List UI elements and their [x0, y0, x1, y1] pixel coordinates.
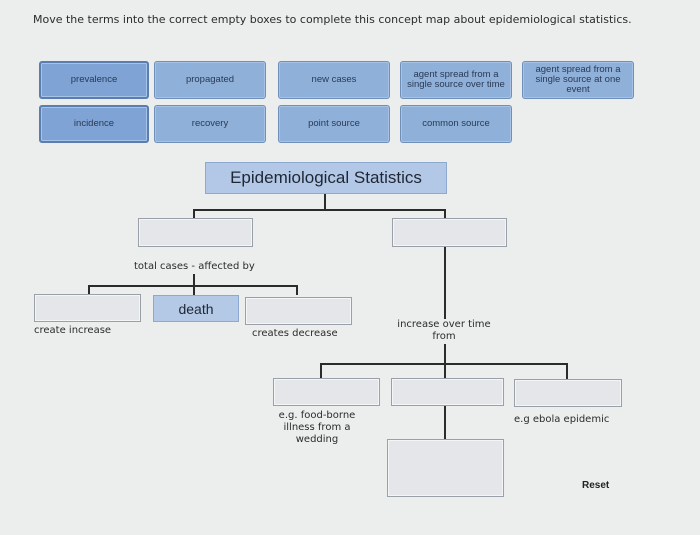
connector-line	[324, 194, 326, 210]
term-point-source[interactable]: point source	[278, 105, 390, 143]
term-single-source-over-time[interactable]: agent spread from a single source over t…	[400, 61, 512, 99]
term-new-cases[interactable]: new cases	[278, 61, 390, 99]
connector-line	[296, 285, 298, 295]
drop-zone-level3-right[interactable]	[514, 379, 622, 407]
connector-line	[320, 363, 322, 379]
connector-line	[444, 344, 446, 364]
label-increase-over-time: increase over time from	[397, 319, 491, 342]
connector-line	[193, 285, 195, 295]
drop-zone-level1-right[interactable]	[392, 218, 507, 247]
label-creates-decrease: creates decrease	[252, 328, 338, 339]
filled-box-death[interactable]: death	[153, 295, 239, 322]
connector-line	[566, 363, 568, 379]
connector-line	[193, 274, 195, 286]
label-create-increase: create increase	[34, 325, 112, 336]
reset-button[interactable]: Reset	[582, 480, 610, 491]
term-common-source[interactable]: common source	[400, 105, 512, 143]
connector-line	[444, 406, 446, 440]
label-food-borne: e.g. food-borne illness from a wedding	[278, 410, 356, 445]
term-single-source-one-event[interactable]: agent spread from a single source at one…	[522, 61, 634, 99]
label-ebola: e.g ebola epidemic	[514, 414, 610, 425]
term-prevalence[interactable]: prevalence	[39, 61, 149, 99]
connector-line	[193, 209, 446, 211]
term-incidence[interactable]: incidence	[39, 105, 149, 143]
label-total-cases: total cases - affected by	[134, 261, 255, 272]
drop-zone-level4[interactable]	[387, 439, 504, 497]
map-title: Epidemiological Statistics	[205, 162, 447, 194]
instruction-text: Move the terms into the correct empty bo…	[33, 13, 632, 26]
drop-zone-level1-left[interactable]	[138, 218, 253, 247]
connector-line	[444, 363, 446, 379]
term-recovery[interactable]: recovery	[154, 105, 266, 143]
connector-line	[444, 247, 446, 319]
drop-zone-increase[interactable]	[34, 294, 141, 322]
drop-zone-level3-left[interactable]	[273, 378, 380, 406]
connector-line	[444, 209, 446, 219]
term-propagated[interactable]: propagated	[154, 61, 266, 99]
connector-line	[193, 209, 195, 219]
drop-zone-level3-middle[interactable]	[391, 378, 504, 406]
connector-line	[88, 285, 90, 295]
drop-zone-decrease[interactable]	[245, 297, 352, 325]
